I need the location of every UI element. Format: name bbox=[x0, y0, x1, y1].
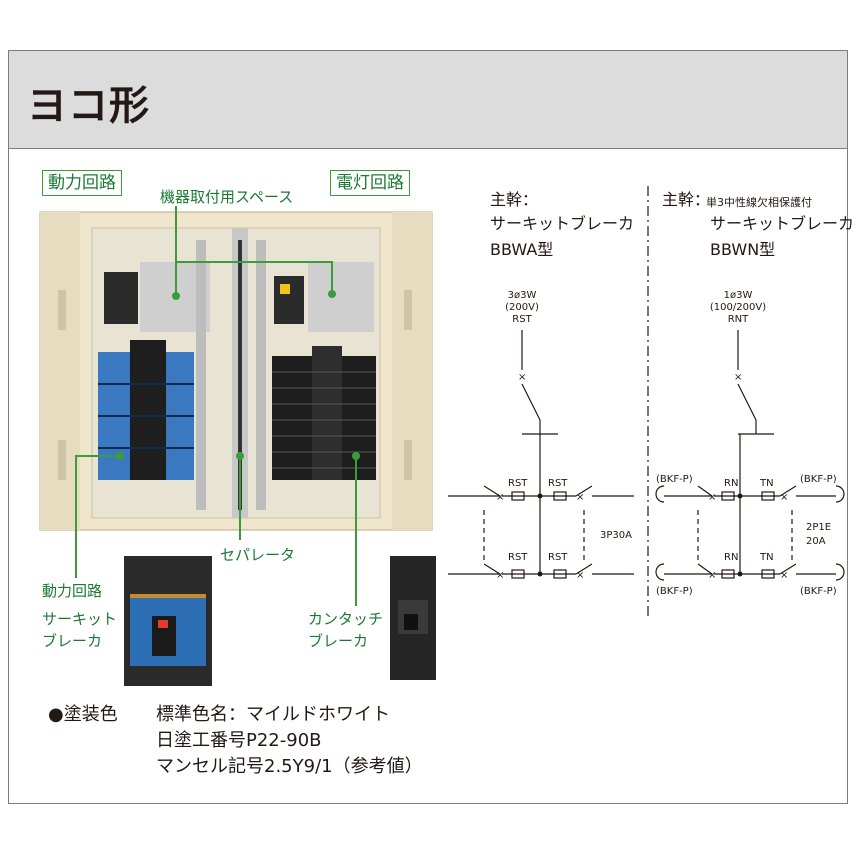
svg-text:×: × bbox=[708, 570, 716, 581]
din-rail-right bbox=[256, 240, 266, 510]
main-breaker-right-indicator bbox=[280, 284, 290, 294]
right-bkf-top-right: (BKF-P) bbox=[800, 474, 837, 485]
mount-space-right bbox=[308, 262, 374, 332]
right-heading-main: 主幹： bbox=[662, 190, 711, 209]
right-bkf-bottom-left: (BKF-P) bbox=[656, 586, 693, 597]
left-rating: 3P30A bbox=[600, 530, 632, 541]
right-rating-poles: 2P1E bbox=[806, 522, 832, 533]
right-supply-phase: 1ø3W bbox=[723, 290, 753, 301]
right-heading-breaker: サーキットブレーカ bbox=[710, 214, 855, 233]
left-hinge-lower bbox=[58, 440, 66, 480]
right-hinge-lower bbox=[404, 440, 412, 480]
right-supply-voltage: (100/200V) bbox=[709, 302, 767, 313]
svg-text:×: × bbox=[708, 492, 716, 503]
page-title: ヨコ形 bbox=[27, 83, 150, 129]
right-rating-current: 20A bbox=[806, 536, 826, 547]
left-bottom-label-a: RST bbox=[508, 552, 528, 563]
svg-text:×: × bbox=[780, 570, 788, 581]
power-branch-breakers bbox=[98, 340, 194, 480]
left-supply-lines: RST bbox=[512, 314, 532, 325]
right-bkf-top-left: (BKF-P) bbox=[656, 474, 693, 485]
left-heading-breaker: サーキットブレーカ bbox=[490, 214, 635, 233]
din-rail-left bbox=[196, 240, 206, 510]
label-kantach-breaker: ブレーカ bbox=[308, 632, 369, 650]
right-heading-model: BBWN型 bbox=[710, 240, 776, 259]
label-mount-space: 機器取付用スペース bbox=[160, 188, 294, 206]
right-bottom-label-b: TN bbox=[760, 552, 774, 563]
svg-text:×: × bbox=[496, 492, 504, 503]
label-kantach: カンタッチ bbox=[308, 610, 384, 628]
callout-lines bbox=[75, 206, 357, 606]
left-supply-voltage: (200V) bbox=[505, 302, 539, 313]
lighting-branch-breakers bbox=[272, 346, 376, 480]
paint-munsell: マンセル記号2.5Y9/1（参考値） bbox=[156, 756, 423, 777]
svg-text:×: × bbox=[734, 372, 742, 383]
tag-power-circuit: 動力回路 bbox=[42, 170, 122, 196]
tag-lighting-circuit: 電灯回路 bbox=[330, 170, 410, 196]
label-circuit: サーキット bbox=[42, 610, 118, 628]
left-heading-main: 主幹： bbox=[490, 190, 539, 209]
left-hinge-upper bbox=[58, 290, 66, 330]
paint-bullet: ●塗装色 bbox=[48, 704, 118, 725]
main-breaker-left bbox=[104, 272, 138, 324]
title-bar: ヨコ形 bbox=[9, 51, 847, 149]
right-bottom-label-a: RN bbox=[724, 552, 739, 563]
left-bottom-label-b: RST bbox=[548, 552, 568, 563]
bus-junction-dots bbox=[537, 493, 743, 577]
left-heading-model: BBWA型 bbox=[490, 240, 554, 259]
right-supply-lines: RNT bbox=[727, 314, 749, 325]
paint-jpma-number: 日塗工番号P22-90B bbox=[156, 730, 322, 751]
callout-dots bbox=[116, 290, 360, 460]
content-frame: ヨコ形 bbox=[8, 50, 848, 804]
left-top-label-a: RST bbox=[508, 478, 528, 489]
svg-text:×: × bbox=[496, 570, 504, 581]
svg-text:×: × bbox=[576, 492, 584, 503]
left-top-label-b: RST bbox=[548, 478, 568, 489]
svg-text:×: × bbox=[518, 372, 526, 383]
cross-marks: × × × × × × × × × × bbox=[496, 372, 788, 581]
right-heading-note: 単3中性線欠相保護付 bbox=[706, 196, 812, 209]
kantach-breaker-product bbox=[390, 556, 436, 680]
left-main-switch bbox=[521, 383, 541, 421]
right-hinge-upper bbox=[404, 290, 412, 330]
right-top-label-a: RN bbox=[724, 478, 739, 489]
right-top-label-b: TN bbox=[760, 478, 774, 489]
label-breaker: ブレーカ bbox=[42, 632, 103, 650]
circuit-breaker-product bbox=[124, 556, 212, 686]
paint-standard-color: 標準色名：マイルドホワイト bbox=[156, 704, 390, 725]
svg-text:×: × bbox=[576, 570, 584, 581]
left-supply-phase: 3ø3W bbox=[507, 290, 537, 301]
right-main-switch bbox=[737, 383, 757, 421]
svg-text:×: × bbox=[780, 492, 788, 503]
separator-slot bbox=[238, 240, 242, 510]
label-separator: セパレータ bbox=[220, 546, 296, 564]
right-bkf-bottom-right: (BKF-P) bbox=[800, 586, 837, 597]
label-power-circuit: 動力回路 bbox=[42, 582, 103, 600]
